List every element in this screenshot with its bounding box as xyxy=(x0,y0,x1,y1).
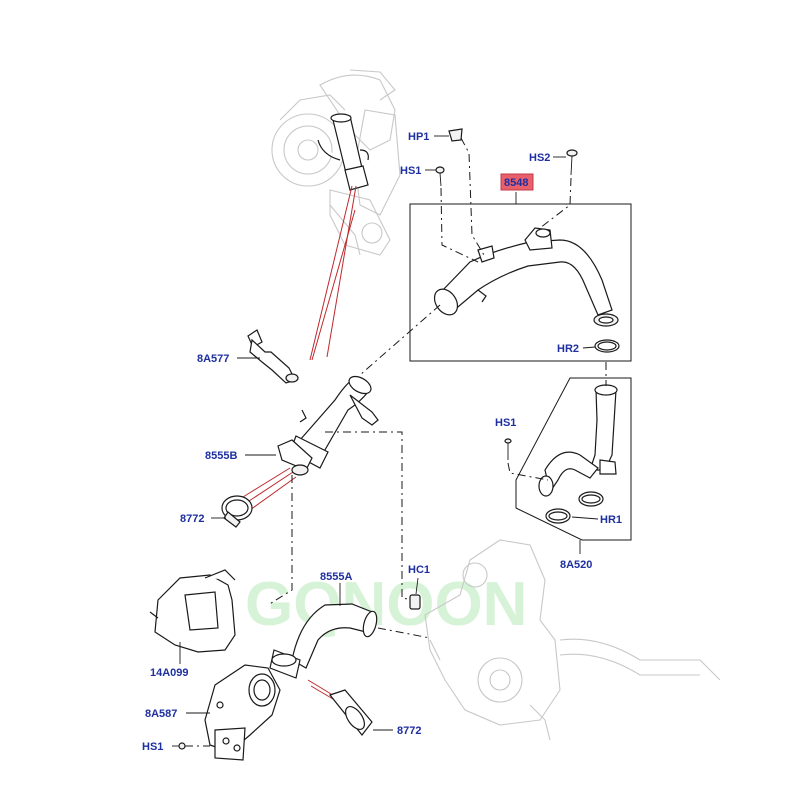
clamp-8772-lower xyxy=(328,689,373,736)
ghost-water-pump xyxy=(424,539,721,741)
label-hp1: HP1 xyxy=(408,131,429,143)
label-14a099: 14A099 xyxy=(150,667,189,679)
label-hs2: HS2 xyxy=(529,152,550,164)
label-hs1-top: HS1 xyxy=(400,165,421,177)
hose-8555b xyxy=(277,375,379,476)
label-8a587: 8A587 xyxy=(145,708,177,720)
label-8a520: 8A520 xyxy=(560,559,592,571)
clip-hc1 xyxy=(409,577,421,610)
housing-8a587 xyxy=(204,664,281,761)
bolt-hs2 xyxy=(553,149,578,176)
group-box-8a520 xyxy=(515,377,632,541)
label-8555a: 8555A xyxy=(320,571,352,583)
ghost-turbo-assembly xyxy=(271,69,401,256)
watermark: GQNOON xyxy=(245,570,527,639)
group-box-8548 xyxy=(409,203,632,362)
clamp-8772-upper xyxy=(221,495,253,528)
label-8772-lower: 8772 xyxy=(397,725,421,737)
hose-8555a xyxy=(269,603,378,679)
bolt-hs1-mid xyxy=(504,438,512,460)
bolt-hs1-top xyxy=(425,166,445,187)
label-hs1-bottom: HS1 xyxy=(142,741,163,753)
sensor-8a577 xyxy=(247,329,299,384)
upper-turbo-hose xyxy=(317,113,369,191)
part-8548-highlight xyxy=(500,173,534,191)
label-hs1-mid: HS1 xyxy=(495,417,516,429)
label-8548: 8548 xyxy=(504,177,528,189)
label-8772-upper: 8772 xyxy=(180,513,204,525)
clip-hp1 xyxy=(434,128,463,142)
bolt-hs1-bottom xyxy=(172,742,210,750)
coolant-pipe-8a520 xyxy=(538,384,618,497)
label-8a577: 8A577 xyxy=(197,353,229,365)
label-hr1: HR1 xyxy=(600,514,622,526)
label-hc1: HC1 xyxy=(408,564,430,576)
red-reference-lines xyxy=(242,185,357,703)
bracket-14a099 xyxy=(149,569,236,653)
label-8555b: 8555B xyxy=(205,450,237,462)
label-hr2: HR2 xyxy=(557,343,579,355)
coolant-pipe-8548 xyxy=(433,227,619,327)
